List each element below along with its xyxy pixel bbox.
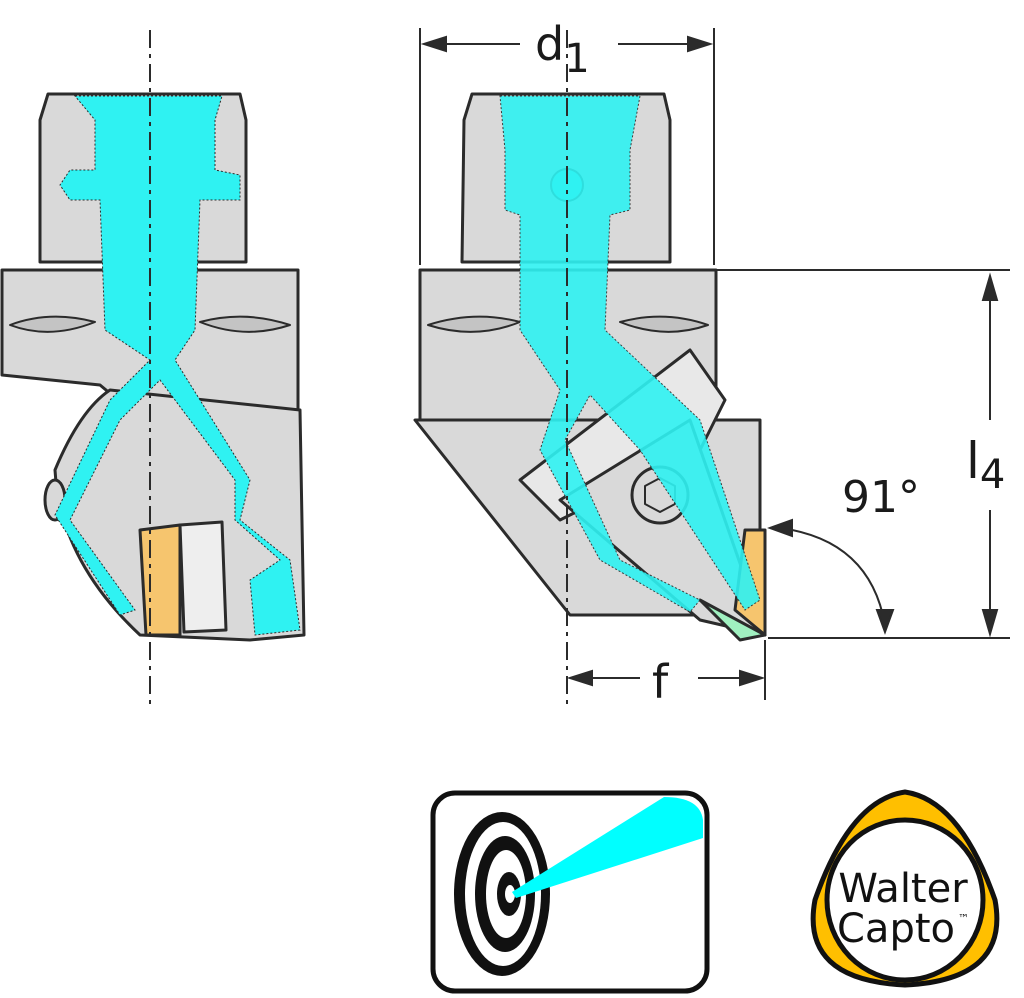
dim-l4-label: l4: [966, 432, 1005, 498]
dimension-lines: [419, 28, 1010, 700]
front-coolant-channel: [499, 95, 761, 613]
dim-f-label: f: [652, 655, 670, 709]
dim-d1-label: d1: [535, 17, 590, 82]
dim-angle-label: 91°: [842, 472, 920, 523]
coolant-target-icon: [430, 790, 710, 994]
logo-tm: ™: [958, 912, 969, 925]
logo-line1: Walter: [838, 866, 968, 912]
side-view: [0, 92, 306, 642]
side-coolant-channel: [54, 95, 301, 636]
logo-line2: Capto: [837, 906, 955, 952]
walter-capto-logo: Walter Capto ™: [810, 789, 1000, 988]
